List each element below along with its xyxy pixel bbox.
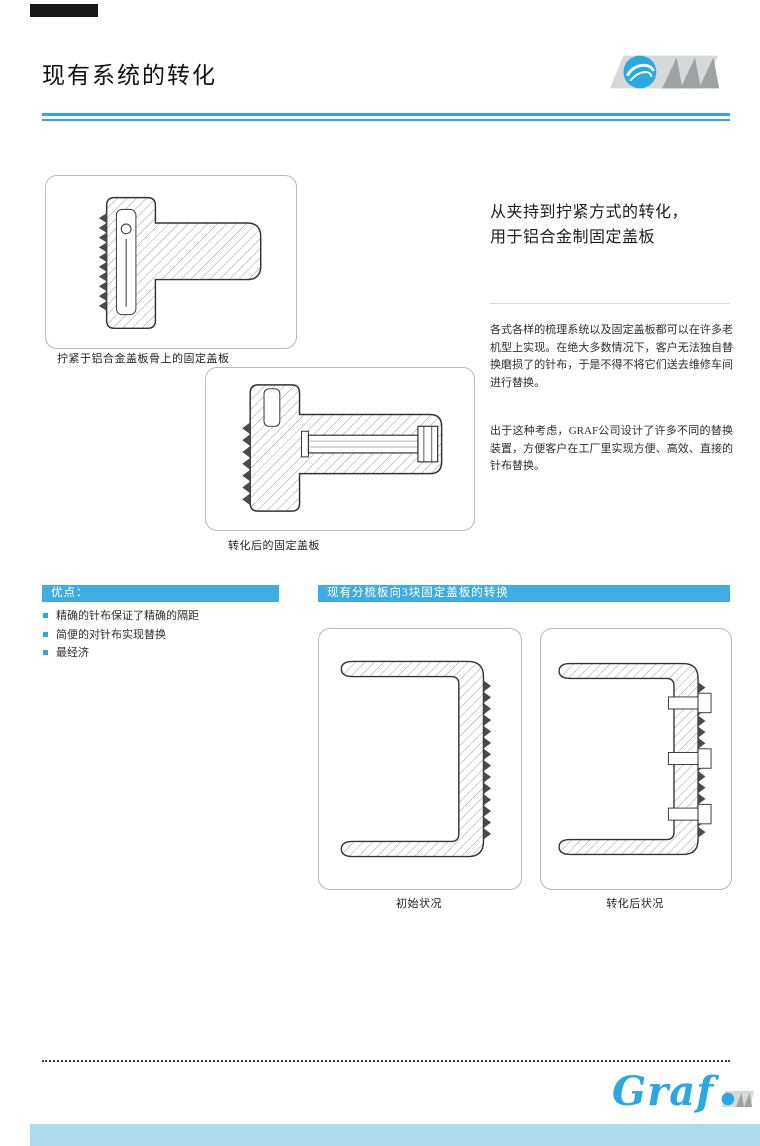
graf-logo-graphic bbox=[609, 55, 720, 89]
figure-initial-state-box bbox=[318, 628, 522, 890]
figure1-caption: 拧紧于铝合金盖板骨上的固定盖板 bbox=[57, 353, 230, 365]
graf-footer-mark-icon bbox=[721, 1090, 755, 1108]
clamped-flat-drawing bbox=[98, 196, 262, 330]
advantage-item-label: 最经济 bbox=[56, 647, 89, 659]
bullet-square-icon bbox=[43, 631, 48, 637]
advantages-header-bar: 优点： bbox=[42, 585, 279, 602]
advantage-item: 简便的对针布实现替换 bbox=[42, 626, 292, 645]
initial-state-drawing bbox=[340, 660, 492, 858]
advantage-item-label: 简便的对针布实现替换 bbox=[56, 628, 166, 641]
advantage-item: 最经济 bbox=[42, 644, 292, 663]
conversion-header-bar: 现有分梳板向3块固定盖板的转换 bbox=[318, 585, 730, 602]
bolt-middle bbox=[667, 748, 712, 769]
bolt-bottom bbox=[667, 803, 712, 825]
intro-divider bbox=[490, 303, 730, 304]
intro-paragraph-1: 各式各样的梳理系统以及固定盖板都可以在许多老机型上实现。在绝大多数情况下，客户无… bbox=[490, 324, 733, 389]
section-heading-line1: 从夹持到拧紧方式的转化， bbox=[490, 204, 689, 221]
bullet-square-icon bbox=[43, 650, 48, 655]
footer-dotted-divider bbox=[42, 1060, 730, 1062]
figure3-caption: 初始状况 bbox=[396, 898, 442, 910]
section-heading: 从夹持到拧紧方式的转化， 用于铝合金制固定盖板 bbox=[490, 200, 735, 250]
graf-wordmark-text: Graf bbox=[612, 1068, 715, 1115]
advantage-item-label: 精确的针布保证了精确的隔距 bbox=[56, 610, 199, 622]
converted-flat-drawing bbox=[242, 384, 443, 512]
bullet-square-icon bbox=[43, 613, 48, 618]
print-registration-mark bbox=[30, 4, 98, 17]
figure-converted-flat-box bbox=[205, 367, 475, 531]
graf-wordmark: Graf bbox=[612, 1068, 755, 1115]
figure2-caption: 转化后的固定盖板 bbox=[228, 540, 320, 552]
figure-converted-state-box bbox=[540, 628, 732, 890]
title-divider bbox=[42, 113, 730, 121]
page-title: 现有系统的转化 bbox=[42, 63, 217, 88]
figure-clamped-flat-box bbox=[45, 175, 297, 349]
intro-paragraph-2: 出于这种考虑，GRAF公司设计了许多不同的替换装置，方便客户在工厂里实现方便、高… bbox=[490, 425, 733, 472]
footer-color-bar bbox=[30, 1124, 760, 1146]
converted-state-drawing bbox=[558, 662, 712, 856]
graf-logo-icon bbox=[608, 50, 724, 94]
bolt-top bbox=[667, 692, 712, 714]
section-heading-line2: 用于铝合金制固定盖板 bbox=[490, 229, 656, 246]
title-divider-thick bbox=[42, 113, 730, 116]
figure4-caption: 转化后状况 bbox=[606, 898, 664, 910]
advantage-item: 精确的针布保证了精确的隔距 bbox=[42, 607, 292, 626]
title-divider-thin bbox=[42, 119, 730, 121]
advantages-list: 精确的针布保证了精确的隔距 简便的对针布实现替换 最经济 bbox=[42, 607, 292, 663]
